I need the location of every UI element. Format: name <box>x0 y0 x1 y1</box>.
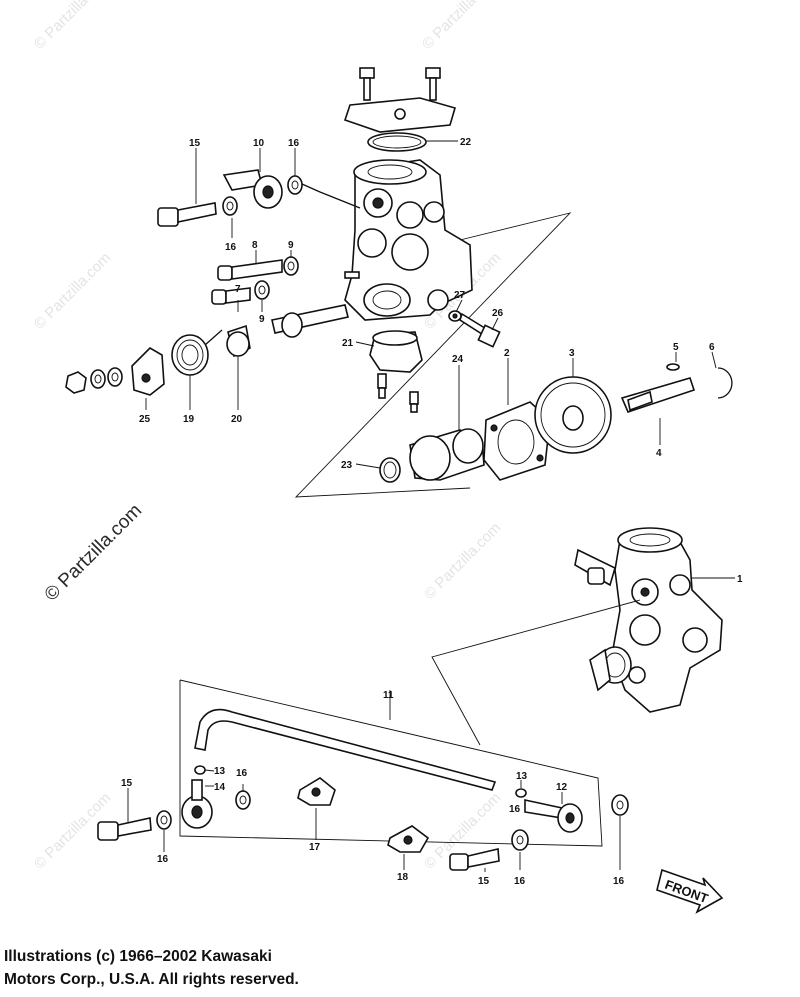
pump-shaft <box>271 304 349 338</box>
lower-projection-lines <box>179 599 641 847</box>
callout-16g: 16 <box>509 804 521 815</box>
callout-16e: 16 <box>514 876 526 887</box>
callout-22: 22 <box>460 137 472 148</box>
copyright-notice: Illustrations (c) 1966–2002 Kawasaki Mot… <box>4 945 604 991</box>
callout-1: 1 <box>737 574 743 585</box>
callout-12: 12 <box>556 782 568 793</box>
callout-14: 14 <box>214 782 226 793</box>
callout-16c: 16 <box>236 768 248 779</box>
callout-2: 2 <box>504 348 510 359</box>
gear-assembly <box>379 363 733 483</box>
callout-10: 10 <box>253 138 265 149</box>
bolt-26-washer-27 <box>448 310 501 348</box>
callout-15b: 15 <box>121 778 133 789</box>
pump-body-assembled <box>574 527 723 713</box>
callout-6: 6 <box>709 342 715 353</box>
callout-19: 19 <box>183 414 195 425</box>
watermark-1: © Partzilla.com <box>31 0 114 53</box>
callout-16a: 16 <box>288 138 300 149</box>
callout-23: 23 <box>341 460 353 471</box>
lower-left-banjo <box>97 779 251 841</box>
callout-15c: 15 <box>478 876 490 887</box>
watermark-3: © Partzilla.com <box>31 249 114 332</box>
left-banjo-assembly <box>157 169 361 227</box>
top-cover-assembly <box>343 67 456 152</box>
callout-9a: 9 <box>288 240 294 251</box>
screws-7-8-9 <box>211 256 299 305</box>
callout-13a: 13 <box>214 766 226 777</box>
lever-spring-assembly <box>65 324 251 396</box>
watermark-main: © Partzilla.com <box>41 500 146 605</box>
copyright-line-2: Motors Corp., U.S.A. All rights reserved… <box>4 971 299 988</box>
callout-4: 4 <box>656 448 662 459</box>
callout-17: 17 <box>309 842 321 853</box>
front-arrow-icon: FRONT <box>656 868 724 914</box>
callout-26: 26 <box>492 308 504 319</box>
callout-9b: 9 <box>259 314 265 325</box>
callout-5: 5 <box>673 342 679 353</box>
brackets-17-18 <box>297 777 430 853</box>
callout-3: 3 <box>569 348 575 359</box>
callout-labels: 1 2 3 4 5 6 7 8 9 9 10 11 12 13 13 14 15… <box>121 137 743 887</box>
callout-8: 8 <box>252 240 258 251</box>
watermark-2: © Partzilla.com <box>419 0 502 53</box>
callout-16f: 16 <box>613 876 625 887</box>
callout-11: 11 <box>383 690 394 701</box>
callout-16d: 16 <box>157 854 169 865</box>
copyright-line-1: Illustrations (c) 1966–2002 Kawasaki <box>4 948 272 965</box>
upper-projection-lines <box>294 212 572 498</box>
pump-body-upper <box>344 159 473 321</box>
callout-16b: 16 <box>225 242 237 253</box>
callout-20: 20 <box>231 414 243 425</box>
callout-15a: 15 <box>189 138 201 149</box>
callout-13b: 13 <box>516 771 528 782</box>
watermark-5: © Partzilla.com <box>421 519 504 602</box>
callout-25: 25 <box>139 414 151 425</box>
callout-18: 18 <box>397 872 409 883</box>
fitting-21 <box>369 330 423 413</box>
callout-21: 21 <box>342 338 354 349</box>
right-fittings <box>449 794 629 871</box>
callout-24: 24 <box>452 354 464 365</box>
leader-lines <box>127 140 735 872</box>
callout-7: 7 <box>235 284 241 295</box>
callout-27: 27 <box>454 290 466 301</box>
